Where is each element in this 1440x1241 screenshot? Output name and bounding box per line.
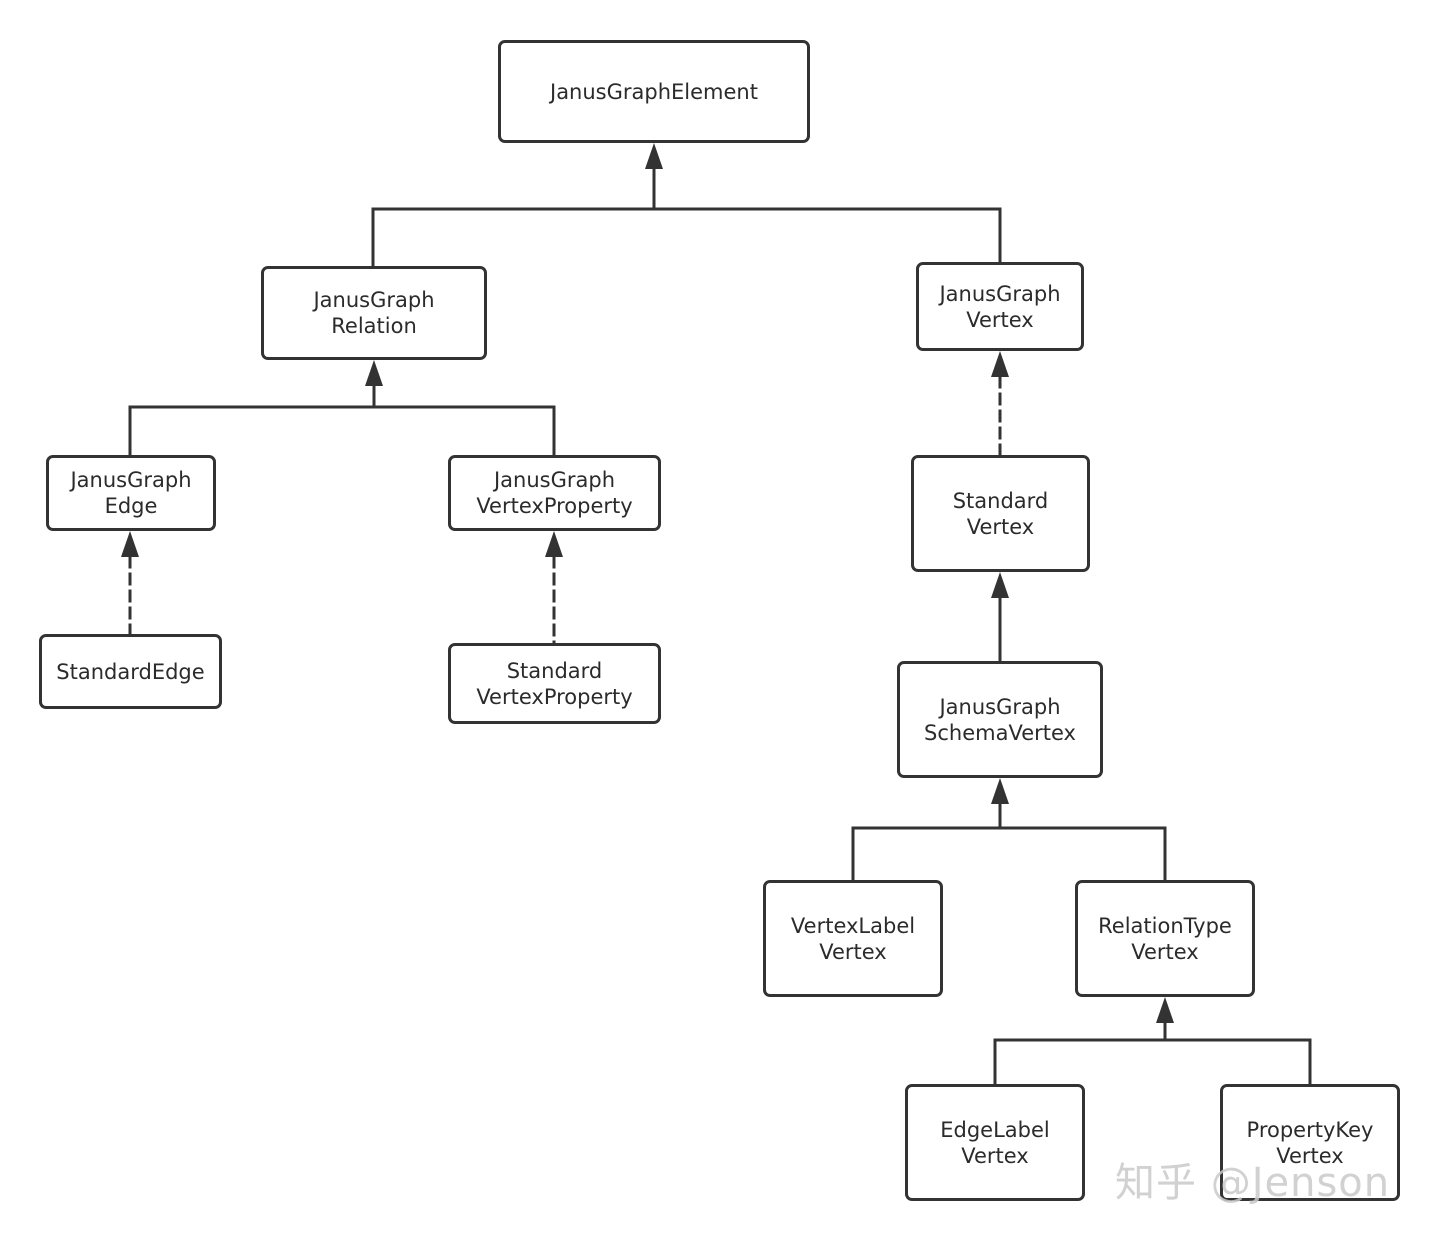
node-standard-vertex-line-2: Vertex — [966, 514, 1035, 539]
node-relation-type-vertex-line-1: RelationType — [1098, 913, 1232, 938]
node-vertex-line-1: JanusGraph — [939, 281, 1061, 306]
node-vertex-line-2: Vertex — [966, 307, 1034, 332]
node-vertex-label-vertex: VertexLabel Vertex — [763, 880, 943, 997]
node-element: JanusGraphElement — [498, 40, 810, 143]
node-vertex-property-line-2: VertexProperty — [476, 494, 633, 518]
node-relation-type-vertex: RelationType Vertex — [1075, 880, 1255, 997]
node-standard-vertex-property-line-1: Standard — [506, 658, 603, 683]
node-standard-vertex-line-1: Standard — [952, 488, 1049, 513]
node-standard-vertex-property: Standard VertexProperty — [448, 643, 661, 724]
node-standard-edge: StandardEdge — [39, 634, 222, 709]
node-edge-label-vertex-line-1: EdgeLabel — [940, 1117, 1050, 1142]
node-relation-line-1: JanusGraph — [313, 288, 435, 312]
node-schema-vertex: JanusGraph SchemaVertex — [897, 661, 1103, 778]
node-edge-label-vertex: EdgeLabel Vertex — [905, 1084, 1085, 1201]
node-property-key-vertex: PropertyKey Vertex — [1220, 1084, 1400, 1201]
node-property-key-vertex-line-1: PropertyKey — [1246, 1117, 1374, 1142]
arrowhead-vertex — [991, 351, 1009, 377]
arrowhead-edge — [121, 531, 139, 557]
node-relation-line-2: Relation — [331, 314, 417, 338]
node-vertex-property-line-1: JanusGraph — [493, 468, 616, 492]
node-relation: JanusGraph Relation — [261, 266, 487, 360]
node-edge-line-1: JanusGraph — [70, 468, 192, 492]
node-vertex-label-vertex-line-2: Vertex — [819, 939, 887, 964]
node-vertex: JanusGraph Vertex — [916, 262, 1084, 351]
node-schema-vertex-line-1: JanusGraph — [939, 694, 1061, 719]
watermark: 知乎 @Jenson — [1115, 1160, 1391, 1206]
arrowhead-element — [645, 143, 663, 169]
node-property-key-vertex-line-2: Vertex — [1276, 1143, 1344, 1168]
node-standard-vertex: Standard Vertex — [911, 455, 1090, 572]
node-schema-vertex-line-2: SchemaVertex — [924, 720, 1076, 745]
node-edge-label-vertex-line-2: Vertex — [961, 1143, 1029, 1168]
node-vertex-label-vertex-line-1: VertexLabel — [790, 913, 916, 938]
node-edge: JanusGraph Edge — [46, 455, 216, 531]
arrowhead-relation-type — [1156, 997, 1174, 1023]
node-vertex-property: JanusGraph VertexProperty — [448, 455, 661, 531]
node-standard-vertex-property-line-2: VertexProperty — [476, 684, 633, 709]
arrowhead-standard-vertex — [991, 572, 1009, 598]
node-element-line-1: JanusGraphElement — [550, 79, 758, 104]
arrowhead-vertex-property — [545, 531, 563, 557]
arrowhead-schema-vertex — [991, 778, 1009, 804]
node-edge-line-2: Edge — [104, 494, 158, 518]
arrowhead-relation — [365, 360, 383, 386]
node-standard-edge-line-1: StandardEdge — [56, 659, 205, 684]
node-relation-type-vertex-line-2: Vertex — [1131, 939, 1199, 964]
